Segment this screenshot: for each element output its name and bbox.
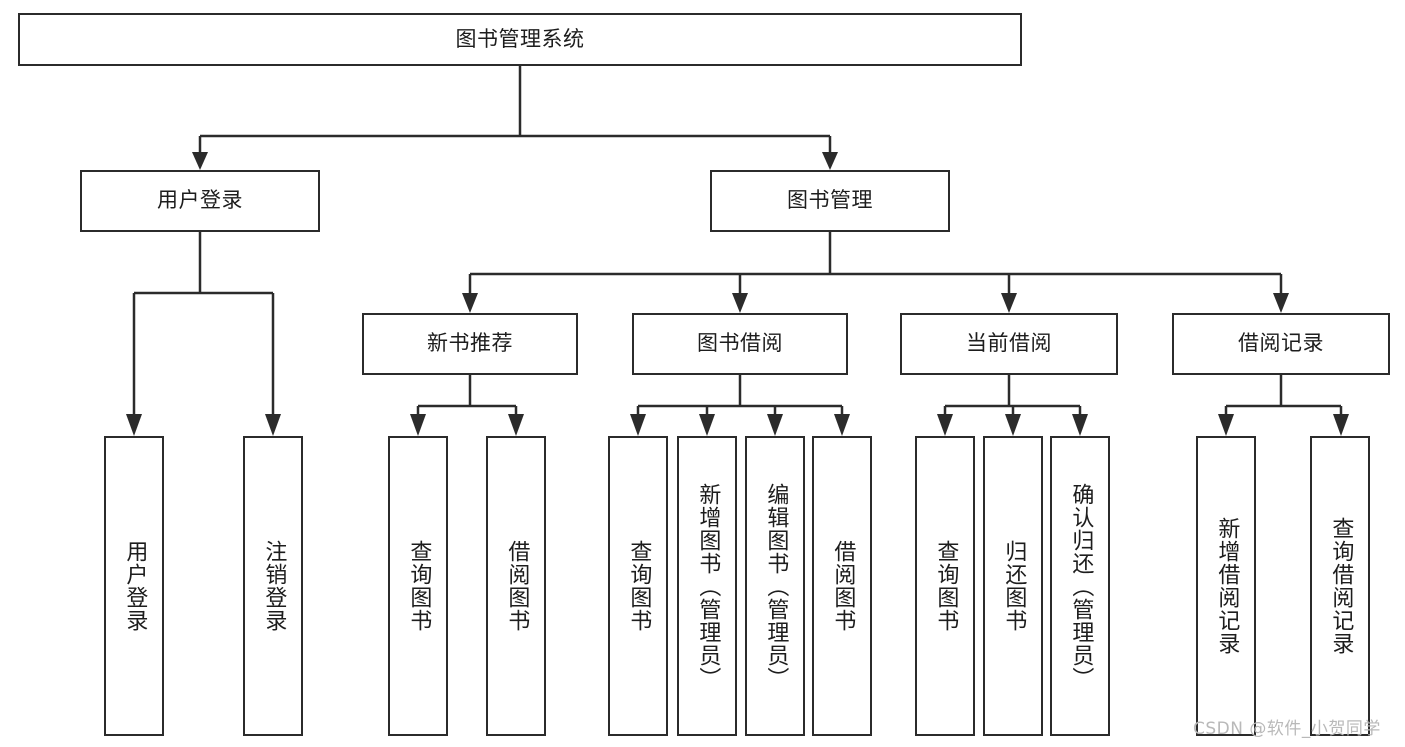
node-root-system[interactable]: 图书管理系统 bbox=[18, 13, 1022, 66]
leaf-borrow-book-recommend[interactable]: 借阅图书 bbox=[486, 436, 546, 736]
node-label: 编辑图书（管理员） bbox=[763, 482, 789, 690]
watermark-text: CSDN @软件_小贺同学 bbox=[1193, 719, 1381, 739]
node-label: 借阅记录 bbox=[1238, 331, 1324, 356]
node-label: 借阅图书 bbox=[504, 540, 530, 632]
leaf-add-book-admin[interactable]: 新增图书（管理员） bbox=[677, 436, 737, 736]
node-new-book-recommend[interactable]: 新书推荐 bbox=[362, 313, 578, 375]
node-book-borrow[interactable]: 图书借阅 bbox=[632, 313, 848, 375]
node-label: 查询图书 bbox=[406, 540, 432, 632]
node-label: 查询借阅记录 bbox=[1328, 517, 1354, 655]
node-label: 新增图书（管理员） bbox=[695, 482, 721, 690]
node-label: 图书借阅 bbox=[697, 331, 783, 356]
leaf-query-book-recommend[interactable]: 查询图书 bbox=[388, 436, 448, 736]
node-label: 确认归还（管理员） bbox=[1068, 482, 1094, 690]
leaf-query-book-borrow[interactable]: 查询图书 bbox=[608, 436, 668, 736]
leaf-query-book-current[interactable]: 查询图书 bbox=[915, 436, 975, 736]
node-user-login[interactable]: 用户登录 bbox=[80, 170, 320, 232]
node-label: 当前借阅 bbox=[966, 331, 1052, 356]
leaf-user-login[interactable]: 用户登录 bbox=[104, 436, 164, 736]
node-label: 查询图书 bbox=[626, 540, 652, 632]
leaf-query-borrow-record[interactable]: 查询借阅记录 bbox=[1310, 436, 1370, 736]
leaf-edit-book-admin[interactable]: 编辑图书（管理员） bbox=[745, 436, 805, 736]
node-current-borrow[interactable]: 当前借阅 bbox=[900, 313, 1118, 375]
node-label: 新增借阅记录 bbox=[1214, 517, 1240, 655]
node-label: 图书管理系统 bbox=[455, 26, 585, 51]
node-label: 用户登录 bbox=[122, 540, 148, 632]
node-label: 归还图书 bbox=[1001, 540, 1027, 632]
node-label: 借阅图书 bbox=[830, 540, 856, 632]
node-label: 图书管理 bbox=[787, 188, 873, 213]
leaf-return-book[interactable]: 归还图书 bbox=[983, 436, 1043, 736]
node-borrow-record[interactable]: 借阅记录 bbox=[1172, 313, 1390, 375]
node-label: 用户登录 bbox=[157, 188, 243, 213]
node-label: 查询图书 bbox=[933, 540, 959, 632]
leaf-confirm-return-admin[interactable]: 确认归还（管理员） bbox=[1050, 436, 1110, 736]
leaf-borrow-book[interactable]: 借阅图书 bbox=[812, 436, 872, 736]
node-book-management[interactable]: 图书管理 bbox=[710, 170, 950, 232]
leaf-logout[interactable]: 注销登录 bbox=[243, 436, 303, 736]
leaf-add-borrow-record[interactable]: 新增借阅记录 bbox=[1196, 436, 1256, 736]
node-label: 新书推荐 bbox=[427, 331, 513, 356]
node-label: 注销登录 bbox=[261, 540, 287, 632]
